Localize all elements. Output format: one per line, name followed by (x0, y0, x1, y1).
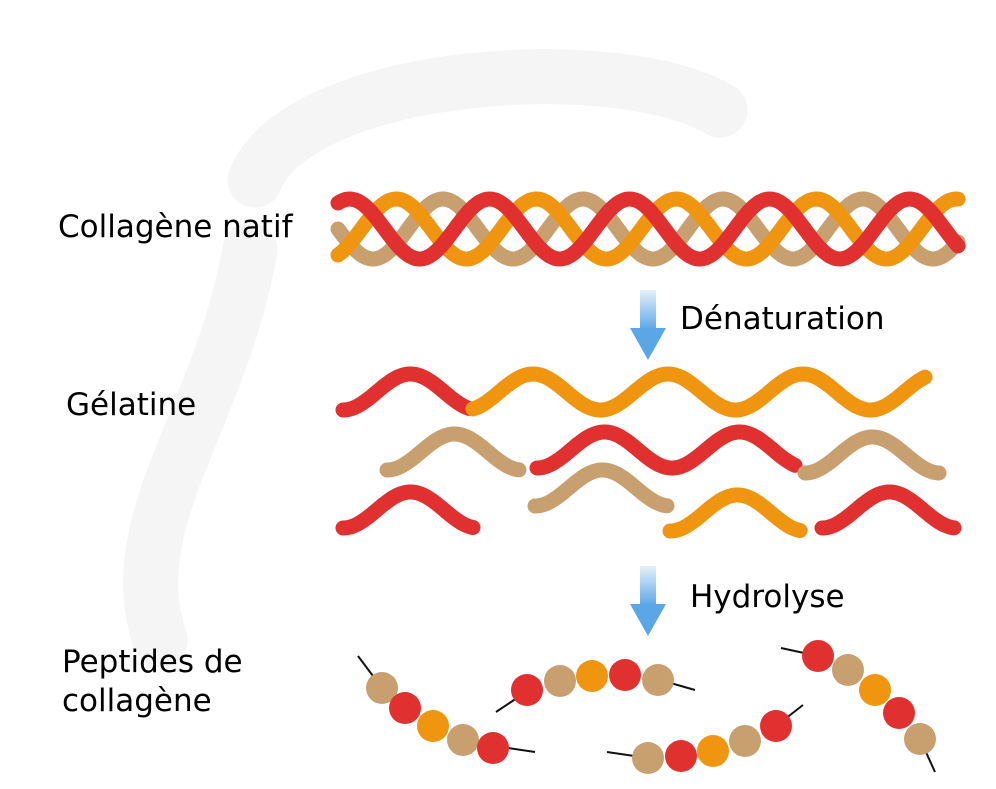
denaturation-arrow (630, 290, 666, 360)
hydrolysis-label: Hydrolyse (690, 579, 845, 615)
peptide-bead-4-3 (859, 674, 891, 706)
gelatin-strand-4 (529, 424, 803, 476)
gelatin-strand-1 (335, 366, 477, 418)
peptide-bead-1-2 (389, 692, 421, 724)
peptide-bead-2-1 (511, 674, 543, 706)
peptide-bead-3-4 (729, 725, 761, 757)
gelatin-strand-2 (465, 366, 933, 418)
peptide-bead-2-5 (642, 664, 674, 696)
gelatin-strand-5 (797, 429, 947, 481)
hydrolysis-arrow (630, 566, 666, 636)
peptide-bead-3-3 (697, 735, 729, 767)
gelatin-strands (335, 366, 962, 539)
peptide-bead-1-4 (447, 724, 479, 756)
gelatin-strand-9 (814, 484, 962, 536)
peptide-bead-2-4 (609, 659, 641, 691)
peptide-bead-2-3 (576, 660, 608, 692)
peptide-bead-1-3 (417, 710, 449, 742)
peptides-label: Peptides de collagène (62, 644, 243, 719)
peptide-bead-1-5 (477, 732, 509, 764)
native-collagen-triple-helix (330, 191, 966, 267)
peptide-bead-3-2 (665, 740, 697, 772)
gelatin-strand-3 (379, 426, 527, 478)
peptide-bead-4-5 (904, 723, 936, 755)
collagen-peptide-chains (357, 640, 936, 774)
background-swirl (123, 49, 748, 668)
peptide-bead-3-1 (632, 742, 664, 774)
peptide-bead-4-1 (802, 640, 834, 672)
gelatin-strand-6 (335, 484, 481, 536)
peptide-bead-1-1 (366, 672, 398, 704)
helix-strand-tan (330, 191, 966, 267)
peptide-bead-4-2 (832, 654, 864, 686)
gelatin-label: Gélatine (66, 387, 197, 423)
gelatin-strand-7 (527, 462, 675, 514)
peptide-bead-4-4 (883, 697, 915, 729)
denaturation-label: Dénaturation (680, 301, 885, 337)
native-collagen-label: Collagène natif (58, 209, 293, 245)
helix-strand-red (330, 191, 966, 267)
peptide-bead-2-2 (544, 665, 576, 697)
gelatin-strand-8 (662, 487, 808, 539)
peptide-bead-3-5 (760, 710, 792, 742)
